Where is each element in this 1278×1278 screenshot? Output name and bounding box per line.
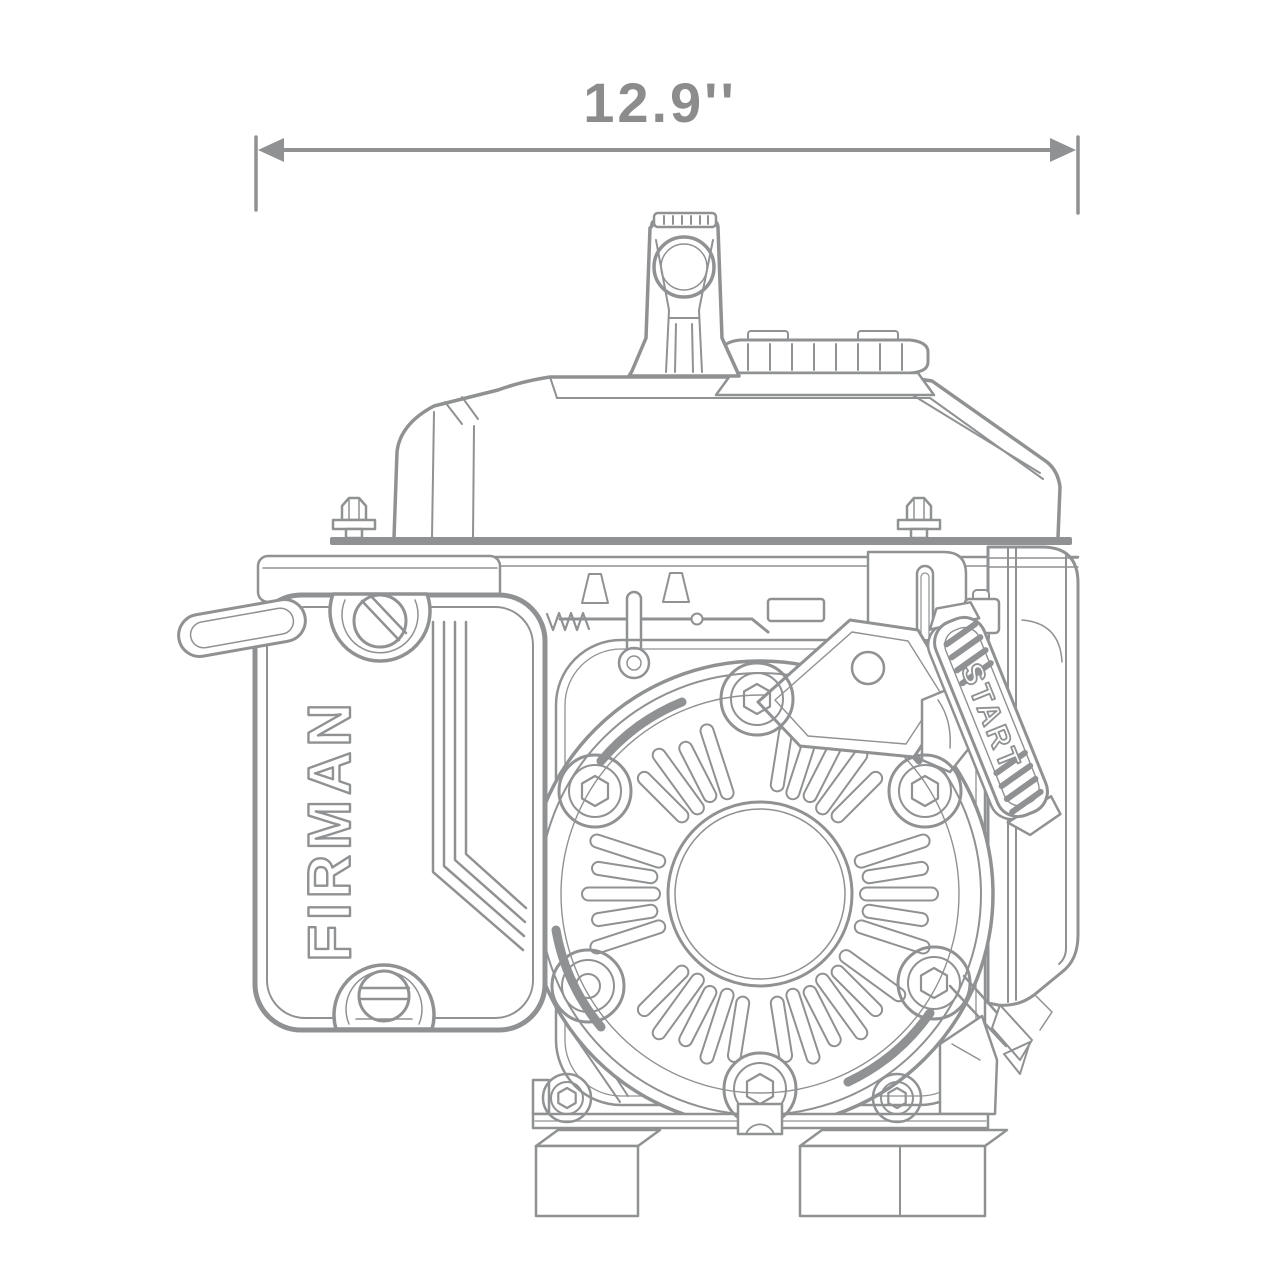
fuel-tank: [331, 375, 1062, 540]
starter-hub-inner: [674, 808, 846, 980]
rim-shade-arc: [596, 697, 687, 766]
vent-slot: [678, 984, 718, 1048]
standoff: [662, 572, 690, 603]
bracket-hole: [850, 650, 886, 686]
tank-side-creases: [431, 411, 475, 539]
vent-slot: [699, 723, 735, 801]
link-arm: [625, 590, 643, 656]
fuel-tank-outline: [392, 375, 1062, 540]
vent-slot: [678, 740, 718, 804]
handle-cap-ribs: [663, 215, 709, 225]
grip-line: [954, 647, 989, 674]
vent-slot: [802, 984, 842, 1048]
vent-slot: [830, 770, 884, 824]
firman-logo: FIRMAN: [296, 698, 363, 961]
vent-slot: [853, 833, 931, 869]
dimension-label: 12.9'': [583, 71, 737, 134]
fuel-cap-ribs: [747, 343, 903, 371]
tank-bolt-right: [896, 496, 942, 540]
housing-bolt: [887, 753, 963, 829]
housing-bolt: [550, 948, 626, 1024]
tank-corner-ticks: [444, 396, 479, 425]
arrow-left-icon: [258, 138, 284, 162]
foot-left: [534, 1128, 662, 1218]
fuel-cap-flange: [714, 371, 936, 397]
housing-bolt: [719, 661, 795, 737]
rod-joint: [690, 612, 704, 626]
spring: [545, 611, 591, 632]
vent-slots: [581, 723, 939, 1065]
vent-slot: [589, 833, 667, 869]
bottom-clamp: [736, 1102, 784, 1136]
vent-slot: [699, 987, 735, 1065]
tank-front-crease: [556, 397, 1044, 480]
bolts-layer: [541, 661, 972, 1127]
vent-slot: [815, 972, 869, 1041]
screw-slot: [358, 986, 411, 1001]
arrow-right-icon: [1050, 138, 1076, 162]
grip-line: [948, 634, 984, 661]
vent-slot: [651, 972, 705, 1041]
engine-mount-right: [938, 974, 1053, 1116]
vent-slot: [853, 919, 931, 955]
carb-block: [766, 597, 826, 623]
vent-slot: [636, 964, 690, 1018]
grip-line: [998, 762, 1034, 790]
air-filter-cover: FIRMAN: [252, 592, 548, 1033]
vent-slot: [785, 987, 821, 1065]
standoff: [581, 573, 609, 604]
mount-tab: [1003, 1041, 1031, 1075]
engine-mount-bracket: [938, 1014, 999, 1116]
housing-bolt: [557, 753, 633, 829]
grip-line: [993, 749, 1028, 777]
handle-post-details: [655, 239, 714, 373]
tank-bevel-line: [905, 390, 1041, 474]
starter-hub: [666, 800, 854, 988]
vent-slot: [861, 860, 929, 885]
housing-contour: [560, 694, 960, 1094]
grip-lines-bottom: [993, 749, 1044, 816]
grip-line: [959, 660, 994, 687]
housing-bolt: [896, 945, 972, 1021]
rim-shade-arc: [843, 1008, 935, 1087]
base-bolt: [871, 1072, 923, 1124]
vent-slot: [838, 949, 907, 1003]
vent-slot: [581, 886, 661, 902]
grip-lines-top: [943, 621, 994, 687]
vent-slot: [591, 903, 659, 928]
throttle-rod: [558, 617, 770, 634]
dimension-annotation: 12.9'': [254, 71, 1080, 215]
grip-line: [943, 621, 979, 648]
fuel-cap: [714, 330, 936, 397]
recoil-starter-housing: [525, 659, 995, 1129]
vent-slot: [861, 903, 929, 928]
vent-slot: [726, 995, 751, 1063]
tank-bolt-left: [331, 496, 377, 540]
cover-ribs: [431, 620, 528, 952]
grip-line: [1003, 775, 1039, 803]
choke-lever: [177, 598, 307, 658]
vent-slot: [830, 964, 884, 1018]
vent-slot: [769, 995, 794, 1063]
vent-slot: [651, 747, 705, 816]
screw-slot: [360, 592, 408, 642]
rim-shade-arc: [551, 925, 606, 1032]
fuel-cap-body: [720, 338, 930, 375]
foot-right: [798, 1128, 1009, 1218]
base-bolt: [541, 1072, 593, 1124]
link-ring: [617, 646, 651, 680]
handle-hole: [652, 235, 716, 299]
vent-slot: [591, 860, 659, 885]
handle-post: [627, 211, 741, 378]
vent-slot: [859, 886, 939, 902]
vent-slot: [636, 770, 690, 824]
grip-line: [1009, 788, 1044, 816]
cover-screw-bottom: [357, 969, 411, 1023]
